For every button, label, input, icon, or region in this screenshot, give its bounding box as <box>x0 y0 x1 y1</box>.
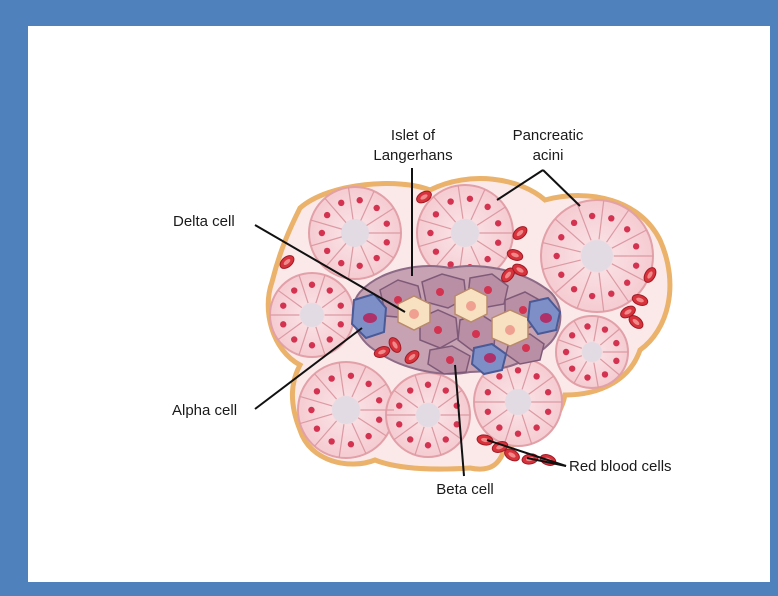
nucleus <box>608 290 614 296</box>
label-delta-cell: Delta cell <box>173 213 235 230</box>
label-islet-line1: Islet of <box>391 127 436 144</box>
nucleus <box>496 373 502 379</box>
label-acini-line2: acini <box>533 147 564 164</box>
nucleus <box>308 407 314 413</box>
nucleus <box>365 433 371 439</box>
nucleus <box>309 282 315 288</box>
nucleus <box>280 321 286 327</box>
nucleus <box>485 409 491 415</box>
nucleus <box>443 436 449 442</box>
nucleus <box>427 230 433 236</box>
label-red-blood-cells: Red blood cells <box>569 458 672 475</box>
nucleus <box>545 389 551 395</box>
nucleus <box>376 397 382 403</box>
nucleus <box>608 215 614 221</box>
nucleus <box>613 340 619 346</box>
nucleus <box>533 373 539 379</box>
nucleus <box>633 243 639 249</box>
nucleus <box>633 262 639 268</box>
nucleus <box>373 255 379 261</box>
nucleus <box>563 349 569 355</box>
label-alpha-cell: Alpha cell <box>172 402 237 419</box>
nucleus <box>338 302 344 308</box>
nucleus <box>433 248 439 254</box>
nucleus <box>571 220 577 226</box>
nucleus <box>319 230 325 236</box>
nucleus <box>624 280 630 286</box>
nucleus <box>280 302 286 308</box>
nucleus <box>348 373 354 379</box>
nucleus <box>384 239 390 245</box>
nucleus <box>558 272 564 278</box>
nucleus <box>314 388 320 394</box>
nucleus <box>291 287 297 293</box>
nucleus <box>376 417 382 423</box>
nucleus <box>407 436 413 442</box>
nucleus <box>602 371 608 377</box>
nucleus <box>443 387 449 393</box>
nucleus <box>327 336 333 342</box>
nucleus <box>357 197 363 203</box>
nucleus <box>425 442 431 448</box>
nucleus <box>396 421 402 427</box>
nucleus <box>291 336 297 342</box>
nucleus <box>328 375 334 381</box>
nucleus <box>484 204 490 210</box>
label-islet-line2: Langerhans <box>373 147 452 164</box>
nucleus <box>495 240 501 246</box>
nucleus <box>602 326 608 332</box>
nucleus <box>613 358 619 364</box>
nucleus <box>571 286 577 292</box>
nucleus <box>515 367 521 373</box>
nucleus <box>467 196 473 202</box>
nucleus <box>624 226 630 232</box>
nucleus <box>484 256 490 262</box>
nucleus <box>558 234 564 240</box>
nucleus <box>433 211 439 217</box>
nucleus <box>373 205 379 211</box>
nucleus <box>533 424 539 430</box>
nucleus <box>589 213 595 219</box>
nucleus <box>327 287 333 293</box>
nucleus <box>338 200 344 206</box>
label-acini-line1: Pancreatic <box>513 127 584 144</box>
nucleus <box>314 425 320 431</box>
nucleus <box>515 430 521 436</box>
nucleus <box>569 365 575 371</box>
nucleus <box>553 253 559 259</box>
nucleus <box>407 387 413 393</box>
nucleus <box>328 438 334 444</box>
nucleus <box>495 220 501 226</box>
nucleus <box>545 409 551 415</box>
nucleus <box>396 402 402 408</box>
nucleus <box>338 260 344 266</box>
nucleus <box>485 389 491 395</box>
nucleus <box>584 323 590 329</box>
nucleus <box>338 321 344 327</box>
nucleus <box>357 263 363 269</box>
nucleus <box>447 198 453 204</box>
nucleus <box>384 220 390 226</box>
label-beta-cell: Beta cell <box>436 481 494 498</box>
nucleus <box>324 248 330 254</box>
nucleus <box>425 382 431 388</box>
nucleus <box>584 374 590 380</box>
nucleus <box>589 293 595 299</box>
nucleus <box>324 212 330 218</box>
nucleus <box>348 441 354 447</box>
nucleus <box>496 424 502 430</box>
nucleus <box>365 381 371 387</box>
nucleus <box>309 342 315 348</box>
nucleus <box>569 332 575 338</box>
